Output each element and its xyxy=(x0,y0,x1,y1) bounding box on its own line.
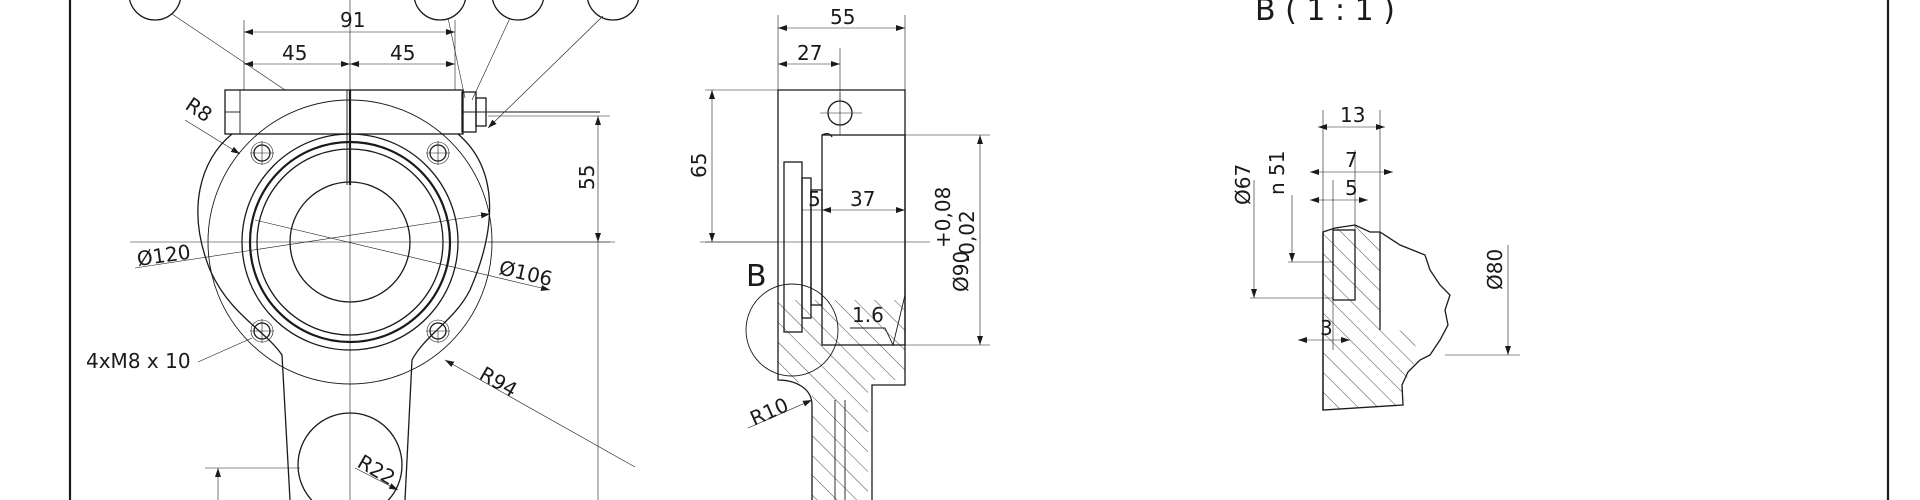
dim-55: 55 xyxy=(575,165,599,190)
dim-side-37: 37 xyxy=(850,187,875,211)
dim-r22: R22 xyxy=(354,450,400,490)
dim-tol-lower: -0,02 xyxy=(955,210,979,262)
detail-view-b: B ( 1 : 1 ) 13 7 5 Ø67 n 51 3 xyxy=(1231,0,1520,411)
dim-detail-3: 3 xyxy=(1320,316,1333,340)
dim-side-5: 5 xyxy=(808,187,821,211)
dim-side-65: 65 xyxy=(687,153,711,178)
dim-r94: R94 xyxy=(476,362,522,402)
dim-holes-m8: 4xM8 x 10 xyxy=(86,349,191,373)
mounting-holes xyxy=(250,141,450,343)
dim-dia-90: Ø90 xyxy=(949,251,973,292)
dim-detail-5: 5 xyxy=(1345,176,1358,200)
dim-45-left: 45 xyxy=(282,41,307,65)
dim-dia-67: Ø67 xyxy=(1231,164,1255,205)
dim-tol-upper: +0,08 xyxy=(931,187,955,248)
dim-side-55: 55 xyxy=(830,5,855,29)
clamp-bolt xyxy=(224,89,600,135)
dim-side-27: 27 xyxy=(797,41,822,65)
front-view: 91 45 45 55 R8 Ø120 Ø106 4xM8 x 10 R94 R… xyxy=(86,0,639,500)
dim-45-right: 45 xyxy=(390,41,415,65)
detail-marker-b: B xyxy=(746,259,767,294)
dim-n51: n 51 xyxy=(1265,151,1289,195)
roughness-1-6: 1.6 xyxy=(852,303,884,327)
dim-r8: R8 xyxy=(181,92,216,127)
dim-dia-106: Ø106 xyxy=(497,255,555,291)
detail-title: B ( 1 : 1 ) xyxy=(1255,0,1395,28)
dim-r10: R10 xyxy=(746,393,792,431)
dim-dia-120: Ø120 xyxy=(135,240,192,271)
dim-detail-13: 13 xyxy=(1340,103,1365,127)
drawing-frame xyxy=(68,0,1890,500)
dim-detail-7: 7 xyxy=(1345,148,1358,172)
dim-dia-80: Ø80 xyxy=(1483,249,1507,290)
side-view: 55 27 65 5 37 Ø90 +0,08 -0,02 1.6 B R10 xyxy=(687,5,990,500)
dim-91: 91 xyxy=(340,8,365,32)
